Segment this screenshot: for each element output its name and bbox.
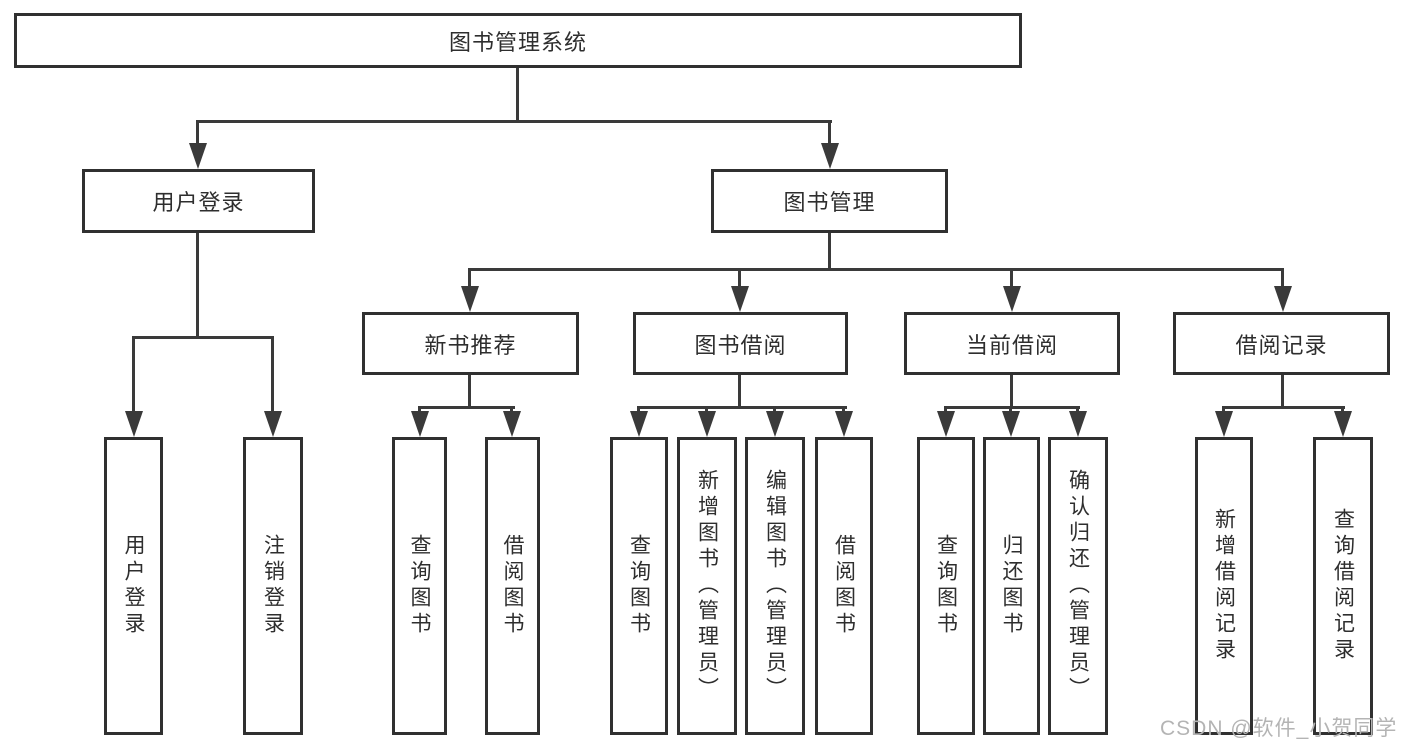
leaf-cb-return-books: 归还图书 (983, 437, 1040, 735)
leaf-user-login-label: 用户登录 (122, 534, 145, 638)
connector-user-login-stem (196, 233, 199, 339)
connector-cb-stem (1010, 375, 1013, 409)
connector-nb-leaf-shaft (510, 406, 513, 415)
arrow-down-icon (125, 411, 143, 437)
arrow-down-icon (461, 286, 479, 312)
arrow-down-icon (503, 411, 521, 437)
leaf-bb-edit-books-admin: 编辑图书（管理员） (745, 437, 805, 735)
node-current-borrowing-label: 当前借阅 (965, 332, 1058, 358)
leaf-bb-borrow-books: 借阅图书 (815, 437, 873, 735)
connector-cb-leaf-shaft (1076, 406, 1079, 415)
leaf-cb-return-books-label: 归还图书 (1000, 534, 1023, 638)
arrow-down-icon (1003, 286, 1021, 312)
connector-bb-stem (738, 375, 741, 409)
leaf-nb-borrow-books: 借阅图书 (485, 437, 540, 735)
arrow-down-icon (630, 411, 648, 437)
connector-bb-leaf-shaft (842, 406, 845, 415)
arrow-down-icon (1069, 411, 1087, 437)
leaf-br-query-record-label: 查询借阅记录 (1331, 508, 1355, 664)
leaf-logout: 注销登录 (243, 437, 303, 735)
connector-l3-shaft (468, 268, 471, 288)
connector-l3-shaft (1281, 268, 1284, 288)
connector-br-leaf-shaft (1341, 406, 1344, 415)
csdn-watermark: CSDN @软件_小贺同学 (1160, 717, 1398, 740)
leaf-cb-query-books-label: 查询图书 (934, 534, 958, 638)
connector-bb-leaf-shaft (705, 406, 708, 415)
leaf-br-query-record: 查询借阅记录 (1313, 437, 1373, 735)
arrow-down-icon (731, 286, 749, 312)
connector-bb-leaf-shaft (773, 406, 776, 415)
leaf-cb-query-books: 查询图书 (917, 437, 975, 735)
arrow-down-icon (189, 143, 207, 169)
leaf-bb-query-books-label: 查询图书 (627, 534, 651, 638)
node-book-borrowing-label: 图书借阅 (694, 332, 787, 358)
connector-book-mgmt-rail (468, 268, 1284, 271)
node-root: 图书管理系统 (14, 13, 1022, 68)
leaf-bb-borrow-books-label: 借阅图书 (832, 534, 856, 638)
connector-br-leaf-shaft (1222, 406, 1225, 415)
node-user-login-label: 用户登录 (152, 190, 245, 215)
arrow-down-icon (835, 411, 853, 437)
connector-cb-leaf-shaft (1009, 406, 1012, 415)
connector-ul-leaf1-shaft (132, 336, 135, 413)
leaf-bb-query-books: 查询图书 (610, 437, 668, 735)
leaf-cb-confirm-return-admin: 确认归还（管理员） (1048, 437, 1108, 735)
node-root-label: 图书管理系统 (448, 29, 587, 55)
connector-nb-leaf-shaft (418, 406, 421, 415)
connector-cb-rail (944, 406, 1080, 409)
leaf-bb-add-books-admin-label: 新增图书（管理员） (695, 469, 719, 703)
arrow-down-icon (937, 411, 955, 437)
arrow-down-icon (1274, 286, 1292, 312)
leaf-nb-query-books: 查询图书 (392, 437, 447, 735)
connector-cb-leaf-shaft (944, 406, 947, 415)
leaf-nb-borrow-books-label: 借阅图书 (501, 534, 524, 638)
node-borrowing-records-label: 借阅记录 (1235, 332, 1328, 358)
node-borrowing-records: 借阅记录 (1173, 312, 1390, 375)
node-new-book-recommendation-label: 新书推荐 (424, 332, 517, 358)
leaf-logout-label: 注销登录 (261, 534, 285, 638)
connector-l3-shaft (1010, 268, 1013, 288)
connector-nb-rail (418, 406, 515, 409)
arrow-down-icon (1334, 411, 1352, 437)
leaf-cb-confirm-return-admin-label: 确认归还（管理员） (1066, 469, 1090, 703)
node-current-borrowing: 当前借阅 (904, 312, 1120, 375)
leaf-bb-edit-books-admin-label: 编辑图书（管理员） (763, 469, 787, 703)
node-user-login: 用户登录 (82, 169, 315, 233)
node-book-management: 图书管理 (711, 169, 948, 233)
leaf-user-login: 用户登录 (104, 437, 163, 735)
arrow-down-icon (821, 143, 839, 169)
node-new-book-recommendation: 新书推荐 (362, 312, 579, 375)
arrow-down-icon (264, 411, 282, 437)
node-book-management-label: 图书管理 (783, 190, 876, 215)
connector-book-mgmt-stem (828, 233, 831, 271)
connector-user-login-shaft (196, 120, 199, 146)
connector-br-rail (1222, 406, 1345, 409)
connector-bb-leaf-shaft (637, 406, 640, 415)
connector-root-rail (196, 120, 832, 123)
leaf-br-add-record: 新增借阅记录 (1195, 437, 1253, 735)
leaf-nb-query-books-label: 查询图书 (408, 534, 431, 638)
arrow-down-icon (1002, 411, 1020, 437)
connector-nb-stem (468, 375, 471, 409)
connector-book-mgmt-shaft (828, 120, 831, 146)
connector-bb-rail (637, 406, 847, 409)
connector-br-stem (1281, 375, 1284, 409)
leaf-br-add-record-label: 新增借阅记录 (1212, 508, 1236, 664)
node-book-borrowing: 图书借阅 (633, 312, 848, 375)
connector-l3-shaft (738, 268, 741, 288)
arrow-down-icon (1215, 411, 1233, 437)
arrow-down-icon (698, 411, 716, 437)
connector-root-stem (516, 68, 519, 120)
leaf-bb-add-books-admin: 新增图书（管理员） (677, 437, 737, 735)
arrow-down-icon (411, 411, 429, 437)
connector-ul-leaf2-shaft (271, 336, 274, 413)
connector-user-login-rail (132, 336, 274, 339)
arrow-down-icon (766, 411, 784, 437)
